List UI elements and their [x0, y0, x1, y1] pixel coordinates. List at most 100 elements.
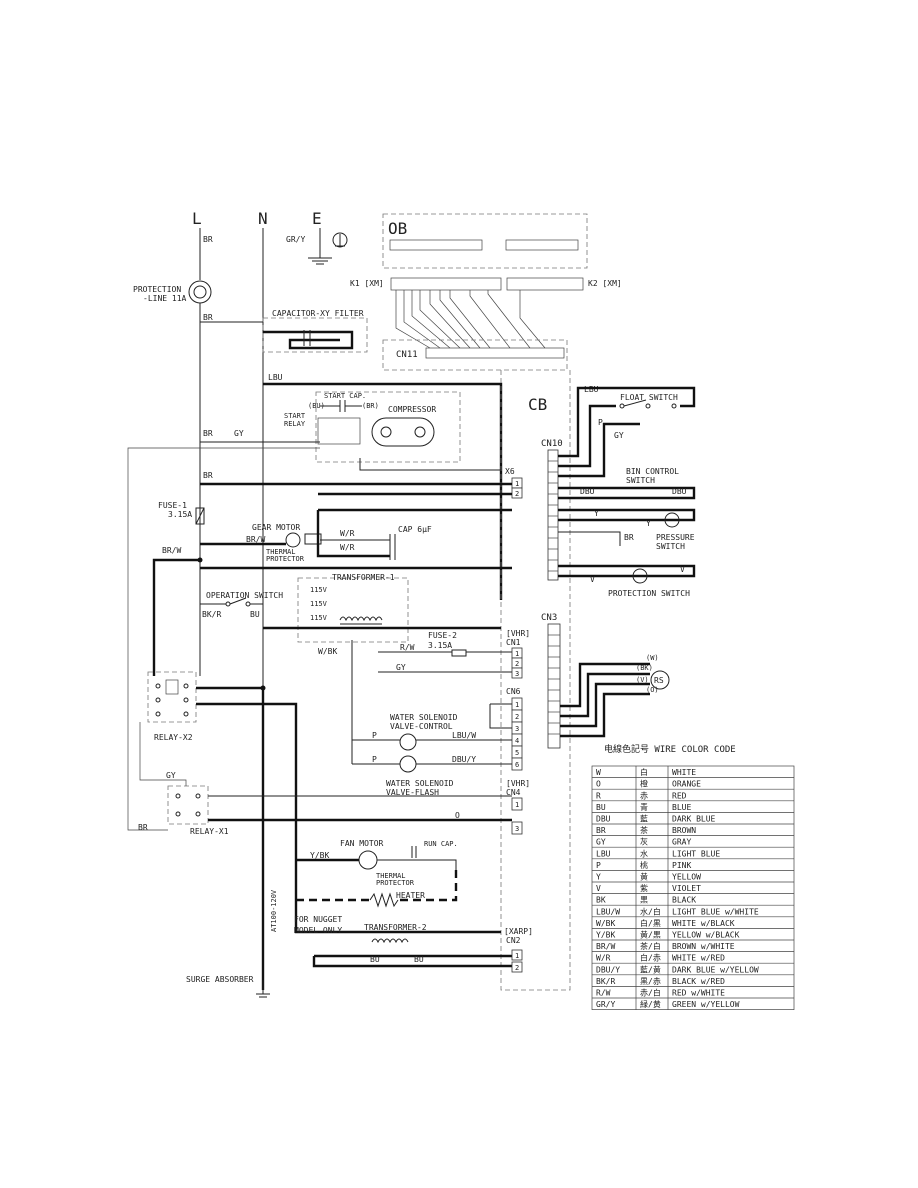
- wire: [127, 447, 320, 831]
- fuse-1-symbol: [195, 507, 205, 525]
- bus-e-label: E: [312, 209, 322, 228]
- color-code-name: WHITE w/BLACK: [672, 919, 735, 928]
- wire: [263, 382, 503, 600]
- color-code-title: 电線色記号 WIRE COLOR CODE: [604, 743, 736, 755]
- wire: [489, 703, 512, 729]
- surge-absorber-label: SURGE ABSORBER: [186, 975, 254, 984]
- wire: [560, 692, 650, 738]
- cn6-connector: 123 456: [511, 697, 523, 771]
- wsv-control-label-2: VALVE-CONTROL: [390, 722, 453, 731]
- wire-label: (BK): [636, 664, 653, 672]
- pressure-switch-symbol: [664, 512, 680, 528]
- wire: [560, 682, 650, 728]
- color-code-abbr: BK/R: [596, 977, 615, 986]
- wire: [196, 686, 265, 990]
- wire: [558, 404, 616, 468]
- color-code-kanji: 水/白: [640, 906, 661, 916]
- fan-motor-symbol: [358, 850, 378, 870]
- bus-n-label: N: [258, 209, 268, 228]
- start-cap-label: START CAP.: [324, 392, 366, 400]
- earth-symbol: [308, 228, 348, 265]
- cn10-connector: [547, 449, 559, 581]
- k1-terminal-block: [390, 277, 584, 291]
- vhr-label-2: [VHR]: [506, 779, 530, 788]
- cn1-label: CN1: [506, 638, 521, 647]
- wire-label: BU: [414, 955, 424, 964]
- relay-x1-box: [167, 785, 209, 825]
- run-cap-label: RUN CAP.: [424, 840, 458, 848]
- wire-label: P: [372, 755, 377, 764]
- fuse-2-symbol: [451, 649, 467, 657]
- cap-6uf-label: CAP 6µF: [398, 525, 432, 534]
- bin-control-label-2: SWITCH: [626, 476, 655, 485]
- wsv-control-symbol: [399, 733, 417, 751]
- wsv-flash-label: WATER SOLENOID: [386, 779, 454, 788]
- color-code-abbr: LBU/W: [596, 907, 620, 916]
- wsv-control-label: WATER SOLENOID: [390, 713, 458, 722]
- color-code-kanji: 青: [640, 802, 648, 812]
- cn3-connector: [547, 623, 561, 749]
- wire-label: (O): [646, 686, 659, 694]
- wire-label: BR: [203, 313, 213, 322]
- color-code-abbr: P: [596, 861, 601, 870]
- svg-text:6: 6: [515, 761, 519, 769]
- thermal-label: THERMAL: [266, 548, 296, 556]
- gear-motor-symbol: [285, 532, 322, 548]
- color-code-name: YELLOW w/BLACK: [672, 931, 740, 940]
- fuse-1-rating: 3.15A: [168, 510, 192, 519]
- color-code-name: RED: [672, 791, 687, 800]
- wire: [560, 672, 650, 718]
- fuse-2-label: FUSE-2: [428, 631, 457, 640]
- x6-connector: 12: [511, 477, 523, 499]
- protection-switch-label: PROTECTION SWITCH: [608, 589, 690, 598]
- color-code-kanji: 黄/黒: [640, 930, 661, 940]
- wsv-flash-symbol: [399, 755, 417, 773]
- color-code-name: DARK BLUE: [672, 815, 716, 824]
- svg-text:1: 1: [515, 480, 519, 488]
- transformer-2-label: TRANSFORMER-2: [364, 923, 427, 932]
- color-code-name: VIOLET: [672, 884, 701, 893]
- k1-to-cn11-harness: [395, 290, 546, 349]
- svg-text:2: 2: [515, 964, 519, 972]
- wire: [263, 330, 354, 350]
- wire: [312, 956, 512, 968]
- fuse-2-rating: 3.15A: [428, 641, 452, 650]
- color-code-name: BLACK w/RED: [672, 977, 725, 986]
- cn6-label: CN6: [506, 687, 521, 696]
- wire: [558, 564, 696, 578]
- cn3-label: CN3: [541, 613, 557, 623]
- wire: [558, 531, 621, 546]
- color-code-kanji: 茶/白: [640, 941, 661, 951]
- tap-label: 115V: [310, 614, 328, 622]
- svg-text:1: 1: [515, 650, 519, 658]
- table-frame: [591, 765, 795, 1010]
- wsv-flash-label-2: VALVE-FLASH: [386, 788, 439, 797]
- wire: [377, 859, 457, 870]
- color-code-name: YELLOW: [672, 873, 701, 882]
- color-code-abbr: Y: [596, 873, 601, 882]
- wire-label: GY: [614, 431, 624, 440]
- color-code-kanji: 赤: [640, 791, 648, 800]
- wire-label: BR/W: [246, 535, 265, 544]
- wire: [558, 486, 696, 500]
- wire-label: BR: [203, 235, 213, 244]
- svg-text:4: 4: [515, 737, 519, 745]
- filter-capacitor-symbol: [303, 330, 311, 346]
- color-code-abbr: R/W: [596, 989, 611, 998]
- color-code-name: PINK: [672, 861, 691, 870]
- compressor-label: COMPRESSOR: [388, 405, 436, 414]
- color-code-kanji: 茶: [640, 825, 648, 835]
- tap-label: 115V: [310, 586, 328, 594]
- operation-switch-label: OPERATION SWITCH: [206, 591, 283, 600]
- rs-label: RS: [654, 676, 664, 685]
- fuse-1-symbol: [195, 507, 205, 525]
- heater-wire: [400, 870, 458, 902]
- color-code-abbr: W/BK: [596, 919, 615, 928]
- color-code-kanji: 黄: [640, 872, 648, 882]
- wire-label: (V): [636, 676, 649, 684]
- color-code-name: WHITE: [672, 768, 696, 777]
- junction-dot: [260, 685, 266, 691]
- cn2-connector: 12: [511, 949, 523, 973]
